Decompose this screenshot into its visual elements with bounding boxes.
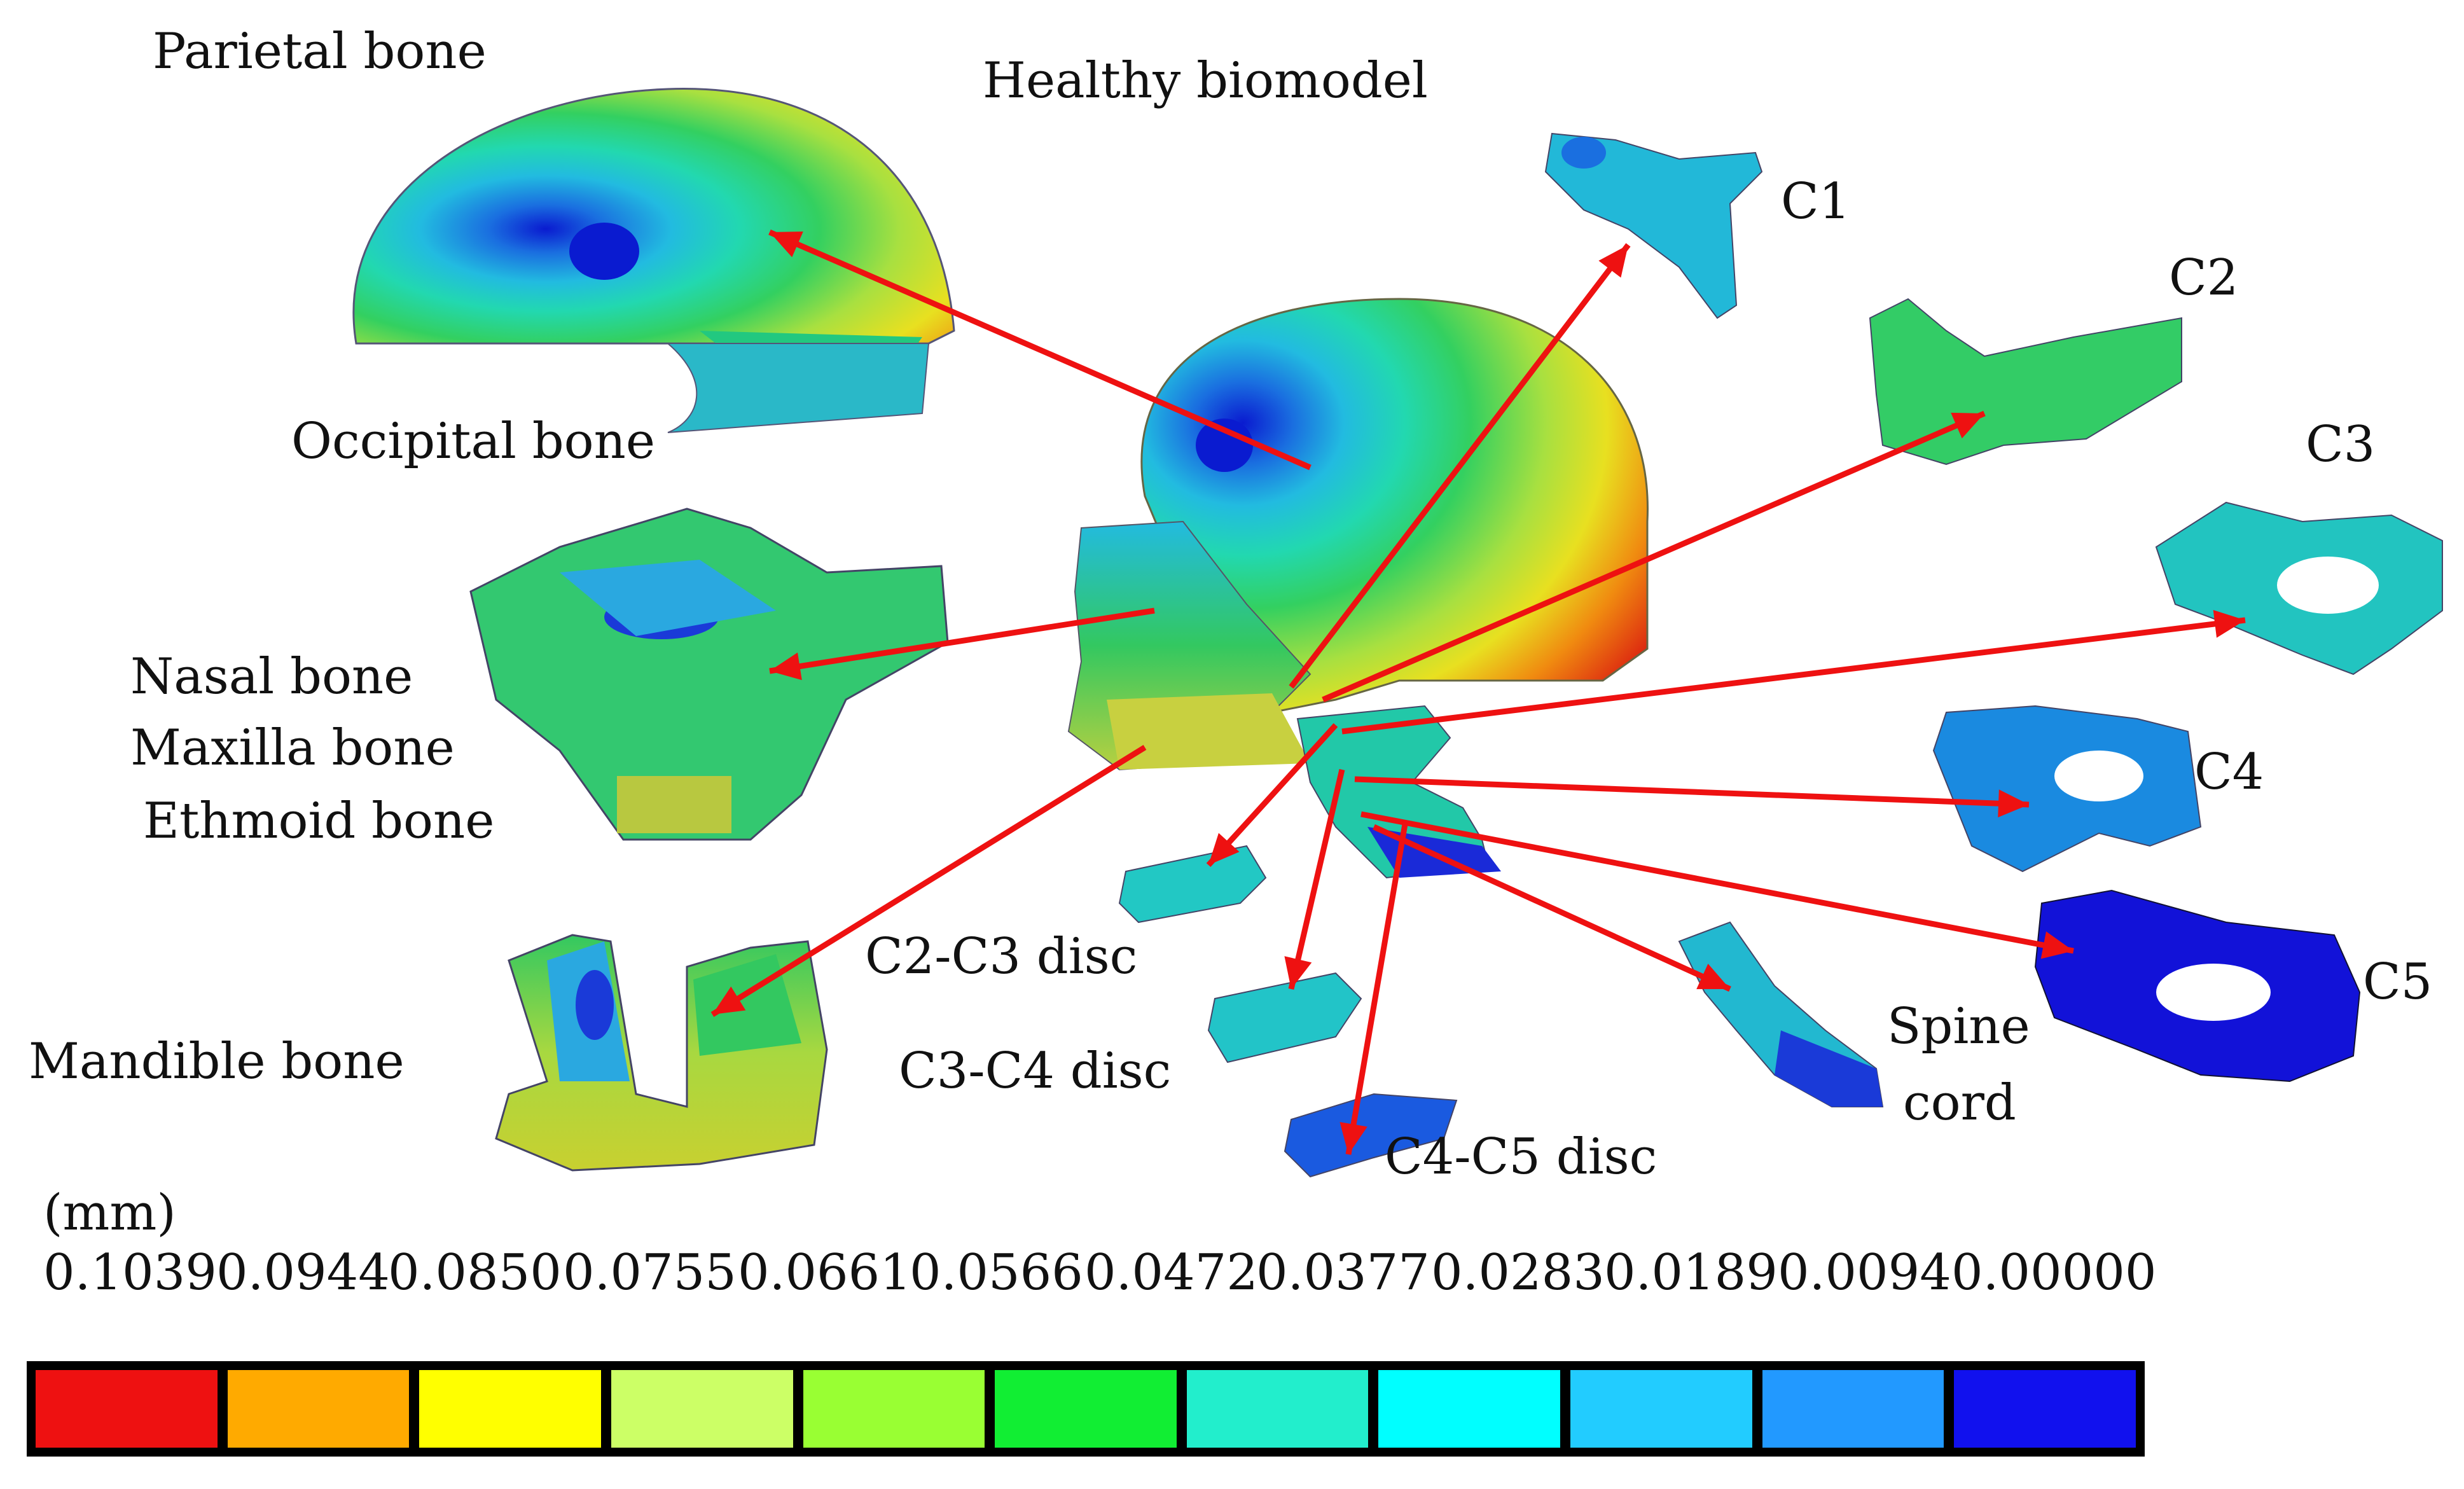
legend-swatch bbox=[803, 1370, 985, 1448]
arrow-head bbox=[1998, 789, 2029, 818]
legend-swatch bbox=[1762, 1370, 1944, 1448]
arrow-head bbox=[2213, 610, 2245, 638]
label-c5: C5 bbox=[2363, 953, 2433, 1011]
label-maxilla-bone: Maxilla bone bbox=[130, 719, 455, 777]
arrow-head bbox=[1339, 1121, 1367, 1154]
label-c4-c5-disc: C4-C5 disc bbox=[1385, 1128, 1658, 1186]
arrow-head bbox=[770, 652, 802, 681]
legend-swatch bbox=[1186, 1370, 1369, 1448]
legend-value: 0.0566 bbox=[910, 1244, 1083, 1301]
parietal-bone-shape bbox=[352, 88, 955, 387]
label-spine: Spine bbox=[1887, 998, 2030, 1055]
arrow-head bbox=[2040, 931, 2073, 959]
legend-value: 0.0850 bbox=[388, 1244, 562, 1301]
c2-c3-disc-shape bbox=[1118, 845, 1267, 924]
legend-value: 0.1039 bbox=[43, 1244, 217, 1301]
arrow-line bbox=[1341, 617, 2246, 735]
label-c1: C1 bbox=[1781, 173, 1851, 230]
arrow-head bbox=[1951, 412, 1984, 439]
arrow-line bbox=[1206, 723, 1338, 868]
arrow-line bbox=[710, 745, 1147, 1017]
legend-value: 0.0944 bbox=[216, 1244, 390, 1301]
legend-swatch bbox=[1378, 1370, 1561, 1448]
legend-value: 0.00000 bbox=[1951, 1244, 2157, 1301]
arrow-line bbox=[769, 607, 1155, 674]
arrow-line bbox=[1288, 768, 1345, 990]
label-parietal-bone: Parietal bone bbox=[153, 23, 487, 80]
label-occipital-bone: Occipital bone bbox=[291, 413, 656, 470]
label-c3: C3 bbox=[2306, 416, 2376, 473]
arrow-line bbox=[1345, 820, 1409, 1155]
label-mandible-bone: Mandible bone bbox=[29, 1033, 405, 1090]
arrow-line bbox=[1289, 243, 1631, 689]
arrow-head bbox=[712, 987, 746, 1015]
arrow-head bbox=[1696, 964, 1730, 990]
label-nasal-bone: Nasal bone bbox=[130, 648, 413, 705]
legend-swatch bbox=[1570, 1370, 1752, 1448]
arrow-head bbox=[1208, 833, 1240, 865]
legend-value: 0.0472 bbox=[1084, 1244, 1258, 1301]
legend-swatch bbox=[1954, 1370, 2136, 1448]
legend-value: 0.0283 bbox=[1431, 1244, 1605, 1301]
legend-value: 0.0755 bbox=[563, 1244, 737, 1301]
arrow-line bbox=[1373, 824, 1731, 992]
label-c4: C4 bbox=[2194, 744, 2264, 801]
spine-cord-shape bbox=[1678, 921, 1884, 1107]
occipital-bone-shape bbox=[666, 343, 930, 433]
arrow-line bbox=[1322, 410, 1986, 703]
arrow-line bbox=[768, 229, 1312, 471]
c1-vertebra-shape bbox=[1544, 132, 1763, 319]
arrow-line bbox=[1354, 776, 2030, 808]
legend-swatch bbox=[611, 1370, 793, 1448]
title: Healthy biomodel bbox=[983, 52, 1428, 109]
legend-value: 0.0094 bbox=[1778, 1244, 1951, 1301]
arrow-head bbox=[770, 231, 803, 258]
c4-c5-disc-shape bbox=[1284, 1093, 1458, 1178]
label-c2-c3-disc: C2-C3 disc bbox=[865, 928, 1138, 985]
label-c2: C2 bbox=[2169, 249, 2239, 307]
nasal-maxilla-ethmoid-shape bbox=[469, 508, 949, 841]
pointer-arrows bbox=[710, 229, 2246, 1155]
legend-swatch bbox=[419, 1370, 601, 1448]
legend-swatch bbox=[36, 1370, 218, 1448]
c3-vertebra-shape bbox=[2155, 501, 2443, 675]
legend-swatch bbox=[227, 1370, 410, 1448]
legend-value: 0.0661 bbox=[738, 1244, 911, 1301]
c5-vertebra-shape bbox=[2034, 889, 2361, 1083]
arrow-head bbox=[1598, 245, 1628, 278]
c3-c4-disc-shape bbox=[1207, 972, 1362, 1063]
legend-swatch bbox=[995, 1370, 1177, 1448]
label-cord: cord bbox=[1903, 1074, 2016, 1132]
legend-value: 0.0377 bbox=[1256, 1244, 1430, 1301]
mandible-bone-shape bbox=[495, 934, 828, 1172]
c4-vertebra-shape bbox=[1932, 705, 2202, 873]
label-c3-c4-disc: C3-C4 disc bbox=[899, 1042, 1172, 1100]
skull-shape bbox=[1067, 298, 1649, 771]
legend-colorbar bbox=[27, 1361, 2145, 1457]
arrow-line bbox=[1360, 811, 2074, 954]
label-ethmoid-bone: Ethmoid bone bbox=[143, 793, 495, 850]
arrow-head bbox=[1284, 956, 1312, 989]
legend-value: 0.0189 bbox=[1604, 1244, 1778, 1301]
legend-unit: (mm) bbox=[43, 1184, 176, 1242]
c2-vertebra-shape bbox=[1869, 298, 2182, 466]
